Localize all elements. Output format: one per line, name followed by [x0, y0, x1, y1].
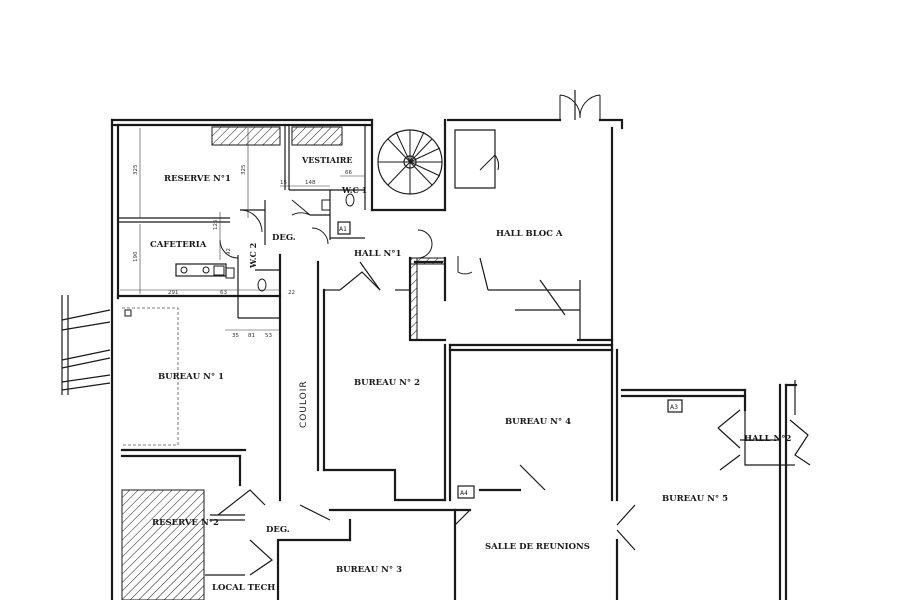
dim-148: 148 [305, 180, 316, 186]
dim-190: 190 [133, 251, 139, 262]
label-local-tech: LOCAL TECH [212, 583, 275, 593]
dim-325-b: 325 [241, 164, 247, 175]
label-wc1: W.C 1 [341, 185, 367, 195]
room-labels: RESERVE N°1 VESTIAIRE W.C 1 CAFETERIA W.… [150, 155, 792, 593]
label-reserve-2: RESERVE N°2 [152, 518, 219, 528]
toilet-icon [257, 278, 267, 292]
outer-walls [110, 118, 798, 600]
dim-325-a: 325 [133, 164, 139, 175]
label-vestiaire: VESTIAIRE [301, 155, 352, 165]
interior-walls [116, 118, 796, 600]
label-cafeteria: CAFETERIA [150, 240, 207, 250]
box-a4-label: A4 [460, 490, 468, 497]
dim-63: 63 [220, 290, 227, 296]
spiral-stair [377, 129, 443, 195]
dim-66: 66 [345, 170, 352, 176]
box-a3-label: A3 [670, 404, 678, 411]
dimension-texts: 325 325 148 66 15 190 125 92 291 63 22 3… [133, 164, 352, 339]
label-bureau-4: BUREAU N° 4 [505, 417, 571, 427]
label-deg-bottom: DEG. [266, 525, 290, 535]
washbasin-icon [225, 267, 235, 279]
label-salle-de-reunions: SALLE DE REUNIONS [485, 542, 590, 552]
label-bureau-5: BUREAU N° 5 [662, 494, 728, 504]
label-reserve-1: RESERVE N°1 [164, 174, 231, 184]
dim-125: 125 [213, 219, 219, 230]
dim-15: 15 [280, 180, 287, 186]
dim-81: 81 [248, 333, 255, 339]
label-hall-2: HALL N°2 [744, 434, 792, 444]
dim-35: 35 [232, 333, 239, 339]
hatched-walls [121, 126, 446, 600]
label-couloir: COULOIR [299, 380, 309, 428]
dim-53: 53 [265, 333, 272, 339]
label-wc2: W.C 2 [248, 243, 258, 269]
label-hall-1: HALL N°1 [354, 249, 402, 259]
label-hall-bloc-a: HALL BLOC A [496, 229, 563, 239]
washbasin-icon [321, 199, 331, 211]
fixtures [124, 193, 355, 317]
sink [213, 265, 225, 276]
dashed-zone [122, 307, 179, 446]
box-a1-label: A1 [339, 226, 347, 233]
dim-92: 92 [226, 248, 232, 255]
label-bureau-1: BUREAU N° 1 [158, 372, 224, 382]
toilet-icon [345, 193, 355, 207]
label-bureau-3: BUREAU N° 3 [336, 565, 402, 575]
dim-22: 22 [288, 290, 295, 296]
label-deg-top: DEG. [272, 233, 296, 243]
exterior-balcony [61, 295, 111, 395]
label-bureau-2: BUREAU N° 2 [354, 378, 420, 388]
dim-291: 291 [168, 290, 179, 296]
dimension-lines [120, 128, 365, 331]
equipment-boxes: A1 A4 A3 [337, 221, 683, 499]
